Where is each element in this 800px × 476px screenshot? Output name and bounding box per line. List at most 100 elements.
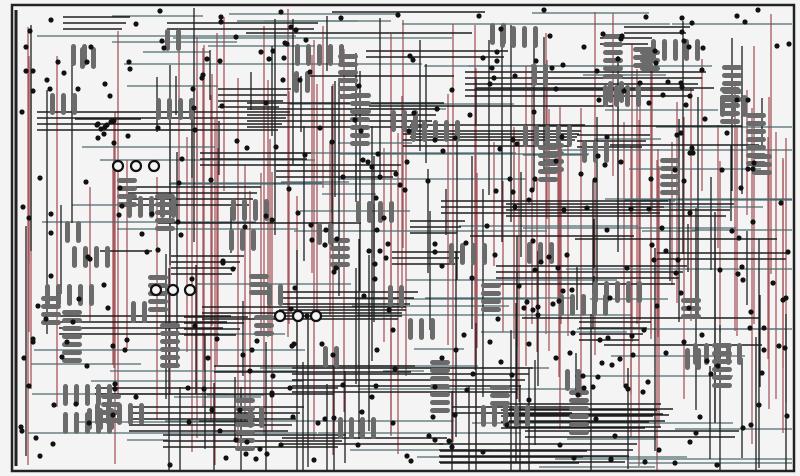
via: [452, 412, 458, 418]
via: [217, 58, 223, 64]
pad: [569, 414, 589, 419]
pad: [720, 119, 740, 124]
via: [377, 174, 383, 180]
via: [340, 174, 346, 180]
through-hole-pads: [111, 159, 323, 323]
via: [742, 19, 748, 25]
pad: [148, 299, 168, 304]
via: [64, 339, 70, 345]
via: [625, 386, 631, 392]
via: [693, 430, 699, 436]
pad: [349, 417, 354, 439]
pad: [160, 347, 180, 352]
via: [144, 249, 150, 255]
via: [390, 327, 396, 333]
via: [208, 177, 214, 183]
pad: [712, 367, 732, 372]
via: [452, 135, 458, 141]
via: [411, 110, 417, 116]
via: [549, 65, 555, 71]
via: [48, 230, 54, 236]
via: [592, 177, 598, 183]
pad: [41, 312, 61, 317]
via: [185, 385, 191, 391]
pad: [50, 93, 55, 115]
pad: [660, 182, 680, 187]
via: [386, 307, 392, 313]
pad: [569, 398, 589, 403]
via: [480, 449, 486, 455]
via: [645, 379, 651, 385]
via: [385, 241, 391, 247]
pad: [603, 66, 623, 71]
via: [432, 241, 438, 247]
through-hole-pad: [147, 159, 161, 173]
via: [439, 263, 445, 269]
via: [686, 44, 692, 50]
pad: [96, 384, 101, 406]
via: [26, 215, 32, 221]
via: [618, 159, 624, 165]
via: [233, 437, 239, 443]
via: [110, 343, 116, 349]
via: [681, 178, 687, 184]
via: [690, 150, 696, 156]
pad: [63, 412, 68, 434]
via: [678, 290, 684, 296]
via: [48, 273, 54, 279]
via: [578, 171, 584, 177]
pad: [444, 120, 449, 142]
pad: [712, 343, 732, 348]
via: [360, 157, 366, 163]
pad: [160, 355, 180, 360]
pad: [684, 39, 689, 61]
pad: [514, 405, 519, 427]
pad: [350, 141, 370, 146]
via: [784, 413, 790, 419]
via: [383, 255, 389, 261]
pad: [259, 406, 264, 428]
via: [430, 414, 436, 420]
via: [714, 462, 720, 468]
pad: [569, 422, 589, 427]
pad: [67, 284, 72, 306]
pad: [492, 405, 497, 427]
via: [672, 460, 678, 466]
via: [512, 73, 518, 79]
via: [76, 296, 82, 302]
vias: [18, 7, 792, 468]
pad: [720, 87, 740, 92]
pad: [41, 320, 61, 325]
via: [331, 415, 337, 421]
pad: [752, 162, 772, 167]
via: [494, 58, 500, 64]
pad: [533, 26, 538, 48]
via: [532, 176, 538, 182]
via: [665, 79, 671, 85]
via: [30, 336, 36, 342]
via: [110, 412, 116, 418]
pad: [62, 358, 82, 363]
via: [329, 139, 335, 145]
pad: [231, 199, 236, 221]
via: [596, 97, 602, 103]
via: [595, 374, 601, 380]
pad: [752, 170, 772, 175]
pad: [360, 417, 365, 439]
pad: [323, 346, 328, 368]
via: [30, 88, 36, 94]
via: [48, 17, 54, 23]
via: [715, 363, 721, 369]
pad: [389, 201, 394, 223]
via: [425, 178, 431, 184]
pad: [76, 221, 81, 243]
via: [526, 197, 532, 203]
via: [774, 43, 780, 49]
pad: [94, 246, 99, 268]
via: [679, 29, 685, 35]
via: [785, 249, 791, 255]
pad: [176, 29, 181, 51]
via: [678, 80, 684, 86]
pad: [41, 296, 61, 301]
via: [233, 34, 239, 40]
